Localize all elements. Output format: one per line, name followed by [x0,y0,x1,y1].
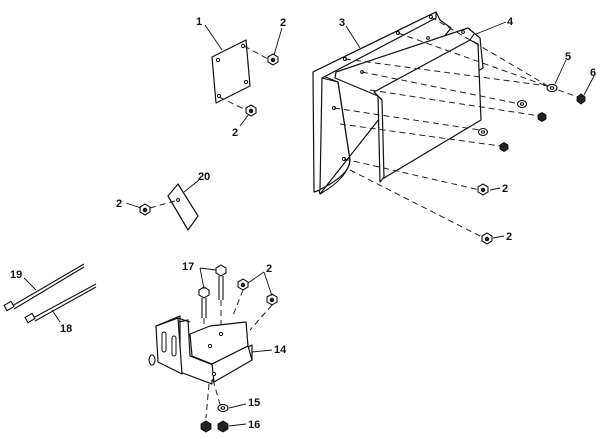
washer-upper [516,99,528,109]
callout-1: 1 [196,16,202,28]
nut-6 [576,93,586,105]
callout-2: 2 [232,127,238,139]
callout-15: 15 [248,397,260,409]
cable-tie-18 [24,283,97,324]
washer-lower [477,127,489,137]
nut-16 [200,420,229,433]
callout-6: 6 [590,67,596,79]
screw-2-f-bottom [266,293,278,306]
screw-2-c [477,183,489,196]
plate-part-20 [149,183,199,231]
washer-15 [217,403,229,413]
nut-upper [537,112,547,122]
screw-2-e [139,203,151,216]
screw-2-f-top [237,278,249,291]
callout-2: 2 [280,17,286,29]
callout-5: 5 [565,51,571,63]
screw-2-d [481,232,493,245]
screw-2-b [245,104,257,117]
callout-19: 19 [10,269,22,281]
washer-5 [546,83,558,93]
bolt-17-b [198,286,210,318]
bracket-part-14 [148,315,253,385]
callout-16: 16 [248,419,260,431]
callout-2: 2 [502,183,508,195]
callout-2: 2 [266,263,272,275]
callout-14: 14 [274,344,287,356]
cover-plate-part-1 [211,39,269,111]
bolt-17-a [215,264,227,300]
nut-lower [499,142,509,152]
callout-2: 2 [116,198,122,210]
callout-17: 17 [182,261,194,273]
callout-2: 2 [506,231,512,243]
leader-lines [23,21,595,427]
callout-20: 20 [198,171,210,183]
callout-4: 4 [507,16,514,28]
cable-tie-19 [3,263,85,312]
callout-3: 3 [339,17,345,29]
inner-shroud-part-4 [334,27,484,183]
callout-18: 18 [60,323,72,335]
screw-2-a [267,53,279,66]
